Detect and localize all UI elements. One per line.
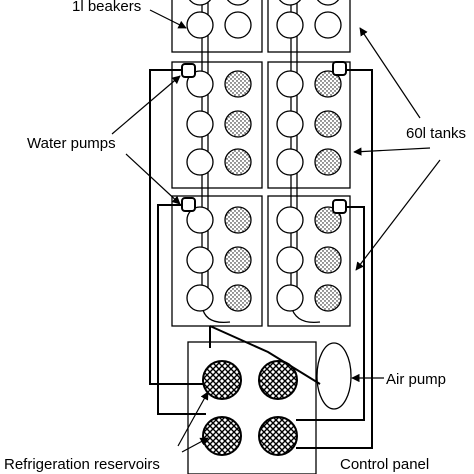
- tank-top-left: [171, 0, 263, 53]
- beaker: [276, 110, 304, 138]
- refrigeration-reservoirs: [202, 360, 298, 456]
- beaker: [276, 206, 304, 234]
- label-tanks: 60l tanks: [406, 125, 466, 142]
- leader-tanks-1: [359, 27, 421, 119]
- beaker: [186, 148, 214, 176]
- reservoir-top-right: [258, 360, 298, 400]
- leader-lines: [111, 9, 441, 453]
- pipe-air: [209, 325, 321, 385]
- tank-upper-right: [267, 61, 351, 189]
- beakers-group: [186, 0, 342, 312]
- beaker: [224, 70, 252, 98]
- tank-top-right: [267, 0, 351, 53]
- beaker: [224, 11, 252, 39]
- water-pumps: [181, 61, 347, 214]
- beaker: [316, 0, 340, 6]
- reservoir-bottom-right: [258, 416, 298, 456]
- label-refrigeration-reservoirs: Refrigeration reservoirs: [4, 456, 160, 473]
- label-air-pump: Air pump: [386, 371, 446, 388]
- beaker: [186, 11, 214, 39]
- tanks-group: [171, 0, 351, 327]
- beaker: [186, 110, 214, 138]
- beaker: [224, 148, 252, 176]
- label-control-panel: Control panel: [340, 456, 429, 473]
- beaker: [314, 70, 342, 98]
- beaker: [314, 284, 342, 312]
- water-pump-upper-right: [332, 61, 347, 76]
- beaker: [276, 284, 304, 312]
- water-pump-lower-right: [332, 199, 347, 214]
- leader-reservoir-2: [181, 437, 209, 453]
- leader-beakers: [149, 9, 187, 29]
- beaker: [224, 284, 252, 312]
- beaker: [188, 0, 212, 6]
- leader-tanks-3: [355, 159, 441, 271]
- beaker: [276, 70, 304, 98]
- label-beakers: 1l beakers: [72, 0, 141, 15]
- reservoir-bottom-left: [202, 416, 242, 456]
- beaker: [186, 246, 214, 274]
- beaker: [224, 246, 252, 274]
- water-pump-upper-left: [181, 63, 196, 78]
- label-water-pumps: Water pumps: [27, 135, 116, 152]
- beaker: [186, 206, 214, 234]
- leader-reservoir-1: [177, 391, 209, 447]
- leader-tanks-2: [353, 147, 431, 156]
- leader-water-pump-2: [125, 153, 181, 205]
- pipe-left-inner: [157, 204, 206, 415]
- reservoir-top-left: [202, 360, 242, 400]
- pipe-right-outer: [296, 69, 373, 449]
- beaker: [276, 246, 304, 274]
- tank-lower-left: [171, 195, 263, 327]
- beaker: [224, 206, 252, 234]
- beaker: [224, 110, 252, 138]
- beaker: [314, 246, 342, 274]
- beaker: [186, 284, 214, 312]
- beaker: [314, 148, 342, 176]
- beaker: [226, 0, 250, 6]
- beaker: [278, 0, 302, 6]
- tank-upper-left: [171, 61, 263, 189]
- control-panel-box: [187, 341, 317, 474]
- pipe-right-inner: [296, 206, 365, 421]
- tank-lower-right: [267, 195, 351, 327]
- beaker: [276, 11, 304, 39]
- beaker: [314, 11, 342, 39]
- water-pump-lower-left: [181, 197, 196, 212]
- air-pump: [316, 342, 352, 410]
- pipe-network: [149, 69, 373, 449]
- beaker: [314, 110, 342, 138]
- leader-water-pump-1: [111, 75, 181, 135]
- pipe-left-outer: [149, 69, 208, 385]
- beaker: [276, 148, 304, 176]
